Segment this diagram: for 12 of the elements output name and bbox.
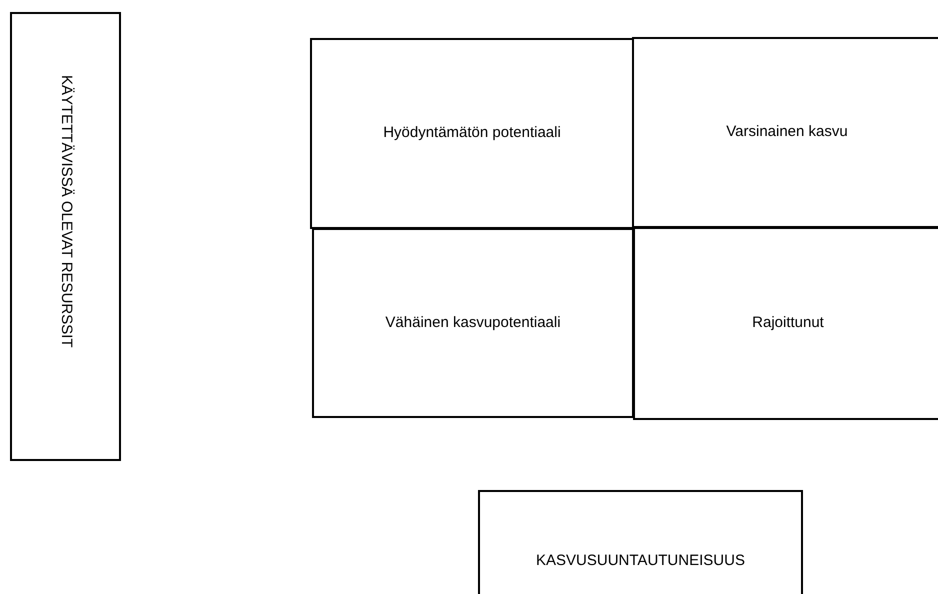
box-label: Vähäinen kasvupotentiaali [384,312,562,333]
box-label: KASVUSUUNTAUTUNEISUUS [535,551,746,571]
text-box [312,228,634,418]
box-label: Hyödyntämätön potentiaali [382,123,562,144]
box-label: Rajoittunut [751,313,825,334]
text-box [632,37,938,228]
text-box [478,490,803,594]
text-box [10,12,121,461]
text-box [310,38,634,229]
text-box [633,227,938,420]
box-label: Varsinainen kasvu [725,122,849,142]
box-label: KÄYTETTÄVISSÄ OLEVAT RESURSSIT [56,75,76,348]
